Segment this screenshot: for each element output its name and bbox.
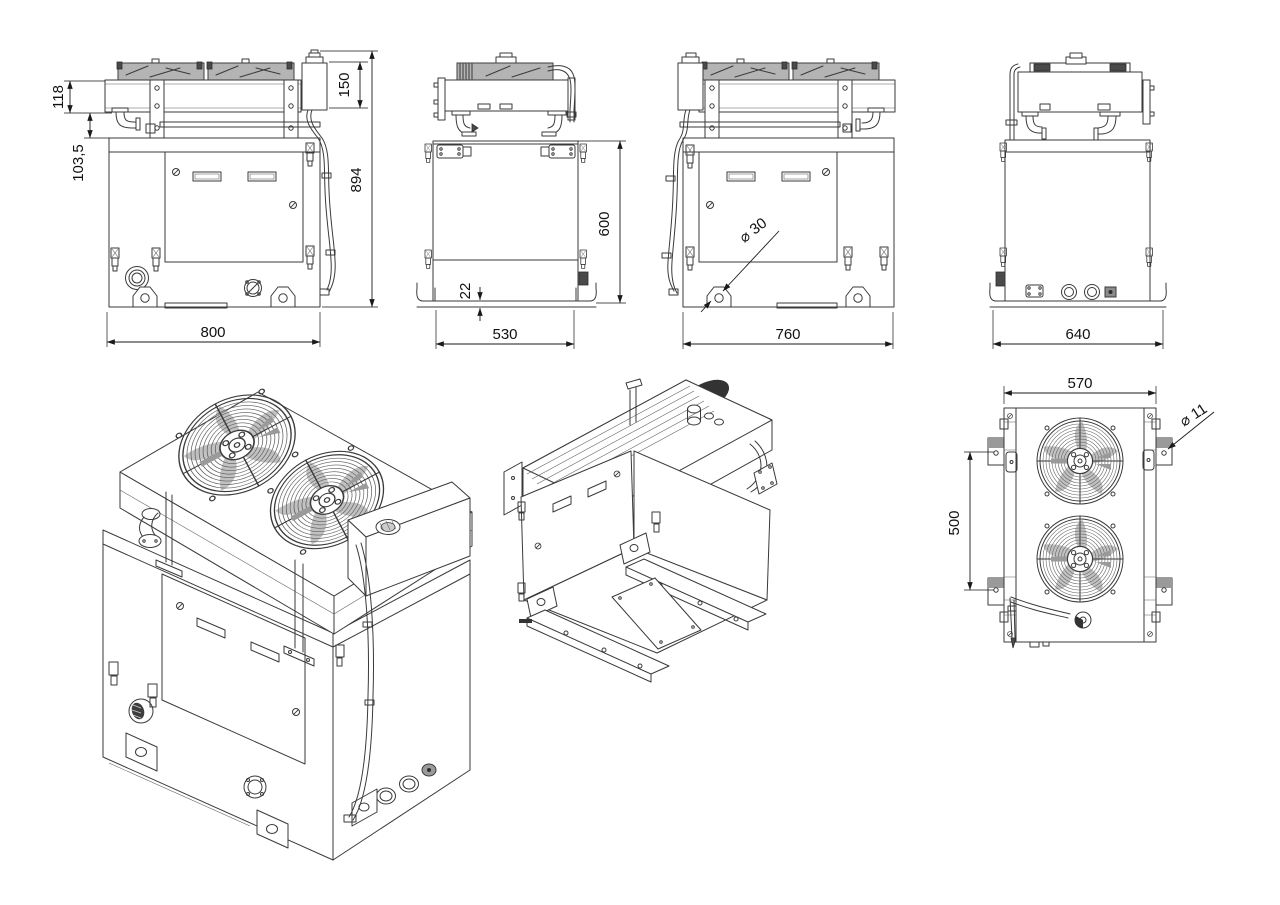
dim-rear-width: 760 xyxy=(775,326,800,343)
top-view: 570 500 ⌀ 11 xyxy=(946,375,1215,649)
dim-front-coil-offset: 103,5 xyxy=(70,144,87,182)
isometric-front-view xyxy=(102,374,473,861)
dim-side-height: 600 xyxy=(596,211,613,236)
dim-top-hole-spacing: 500 xyxy=(946,510,963,535)
dim-side-base-height: 22 xyxy=(457,283,474,300)
dim-front-total-height: 894 xyxy=(348,167,365,192)
dim-front-tank-height: 150 xyxy=(336,72,353,97)
dim-top-mount-hole: ⌀ 11 xyxy=(1177,400,1210,430)
dim-front-coil-height: 118 xyxy=(50,85,67,109)
dim-side-width: 530 xyxy=(492,326,517,343)
front-view: 118 103,5 150 894 800 xyxy=(50,49,378,347)
side-view: 22 530 600 xyxy=(416,52,626,349)
isometric-bottom-view xyxy=(503,378,778,683)
dim-front-width: 800 xyxy=(200,324,225,341)
dim-top-width: 570 xyxy=(1067,375,1092,392)
rear-view: ⌀ 30 760 xyxy=(661,52,896,349)
end-view: 640 xyxy=(989,52,1167,349)
dim-end-width: 640 xyxy=(1065,326,1090,343)
